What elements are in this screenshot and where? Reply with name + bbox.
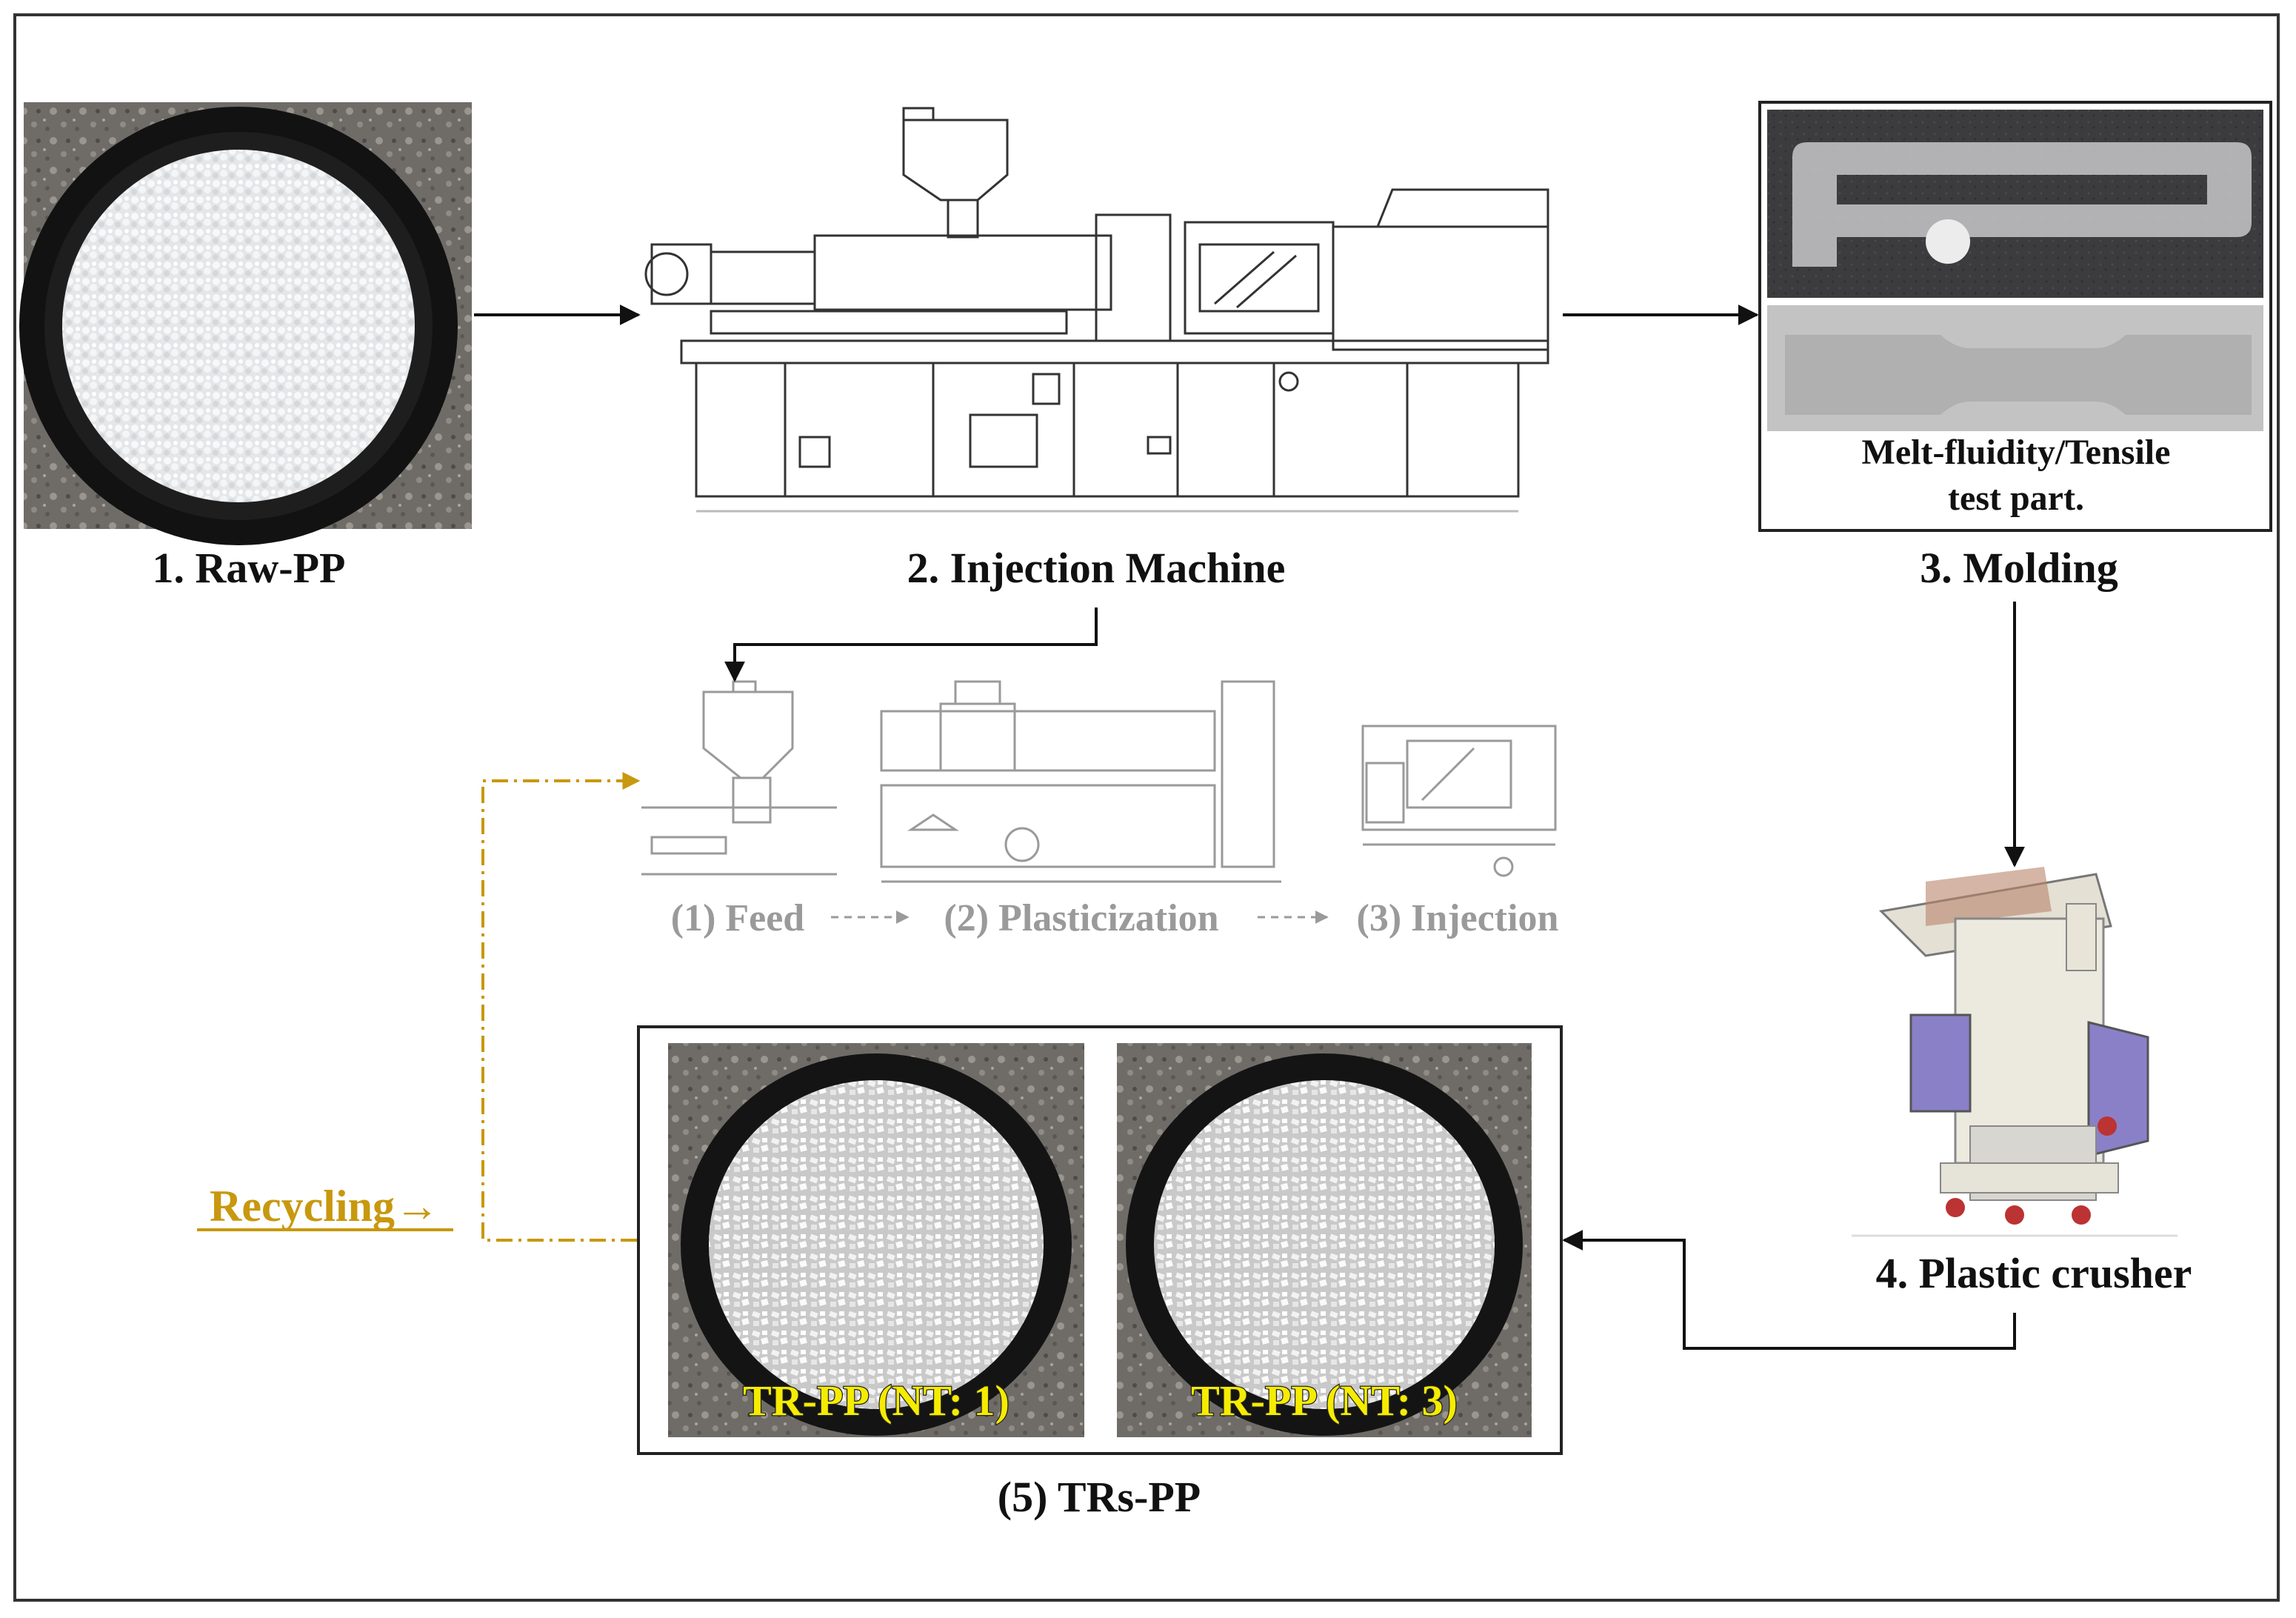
recycling-arrow	[481, 772, 641, 1242]
flow-arrows	[474, 304, 2025, 1350]
plasticization-label: (2) Plasticization	[944, 897, 1218, 939]
injection-drawing	[1361, 725, 1557, 877]
raw-pp-label: 1. Raw-PP	[153, 544, 346, 592]
molding-caption-line1: Melt-fluidity/Tensile	[1862, 433, 2171, 472]
feed-drawing	[641, 680, 837, 876]
feed-label: (1) Feed	[671, 897, 805, 939]
molding-label: 3. Molding	[1920, 544, 2118, 592]
sample-label-nt1: TR-PP (NT: 1)	[743, 1376, 1009, 1425]
trs-pp-photo-box	[637, 1025, 1563, 1455]
sample-label-nt3: TR-PP (NT: 3)	[1191, 1376, 1458, 1425]
plasticization-drawing	[880, 680, 1281, 883]
trs-pp-label: (5) TRs-PP	[998, 1473, 1201, 1521]
injection-label: (3) Injection	[1357, 897, 1559, 939]
molding-caption-line2: test part.	[1948, 479, 2084, 518]
plastic-crusher-drawing	[1852, 867, 2177, 1237]
molding-photo	[1758, 101, 2272, 532]
raw-pp-photo	[19, 102, 472, 545]
recycling-label: Recycling→	[210, 1182, 439, 1231]
injection-machine-drawing	[644, 107, 1549, 513]
injection-machine-label: 2. Injection Machine	[907, 544, 1286, 592]
diagram-frame	[13, 13, 2280, 1602]
plastic-crusher-label: 4. Plastic crusher	[1876, 1249, 2192, 1297]
